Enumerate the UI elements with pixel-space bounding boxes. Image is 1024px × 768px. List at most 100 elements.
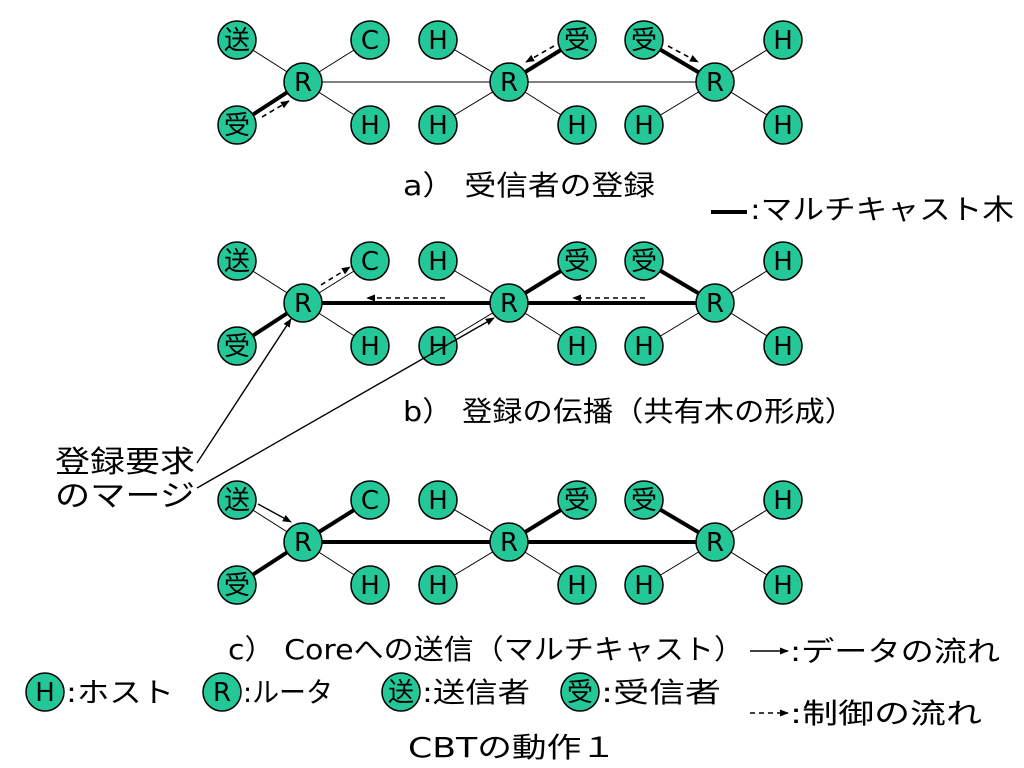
a-receiver-node: 受 bbox=[557, 20, 597, 60]
panel-a: 送 C H 受 受 H R R R 受 H H H H H bbox=[217, 20, 803, 145]
node-label: R bbox=[500, 289, 518, 319]
legend-control-flow-label: :制御の流れ bbox=[790, 697, 982, 730]
a-host-node: H bbox=[763, 105, 803, 145]
node-circle bbox=[489, 522, 529, 562]
c-host-node: H bbox=[624, 565, 664, 605]
node-circle bbox=[217, 105, 257, 145]
legend-data-flow-label: :データの流れ bbox=[790, 635, 1000, 668]
legend-data-flow: :データの流れ bbox=[750, 635, 1000, 668]
legend-host-circle bbox=[25, 672, 65, 712]
b-host-node: H bbox=[350, 326, 390, 366]
node-circle bbox=[624, 105, 664, 145]
data-flow-arrow bbox=[257, 503, 292, 523]
b-receiver-node: 受 bbox=[217, 326, 257, 366]
node-label: 受 bbox=[564, 247, 590, 277]
node-circle bbox=[283, 62, 323, 102]
b-host-node: H bbox=[557, 326, 597, 366]
node-circle bbox=[350, 105, 390, 145]
node-label: H bbox=[428, 111, 448, 141]
node-circle bbox=[624, 326, 664, 366]
c-host-node: H bbox=[763, 480, 803, 520]
legend-host-symbol: H bbox=[35, 678, 55, 708]
legend-router-circle bbox=[202, 672, 242, 712]
node-label: R bbox=[500, 68, 518, 98]
node-label: 受 bbox=[631, 247, 657, 277]
b-host-node: H bbox=[418, 241, 458, 281]
node-circle bbox=[418, 20, 458, 60]
legend-receiver: 受 :受信者 bbox=[560, 672, 721, 712]
b-receiver-node: 受 bbox=[557, 241, 597, 281]
c-core-node: C bbox=[350, 480, 390, 520]
c-receiver-node: 受 bbox=[624, 480, 664, 520]
node-circle bbox=[418, 241, 458, 281]
a-host-node: H bbox=[418, 105, 458, 145]
a-router-node: R bbox=[489, 62, 529, 102]
node-label: R bbox=[706, 68, 724, 98]
legend-router: R :ルータ bbox=[202, 672, 333, 712]
legend-host: H :ホスト bbox=[25, 672, 174, 712]
node-label: H bbox=[634, 571, 654, 601]
legend-sender: 送 :送信者 bbox=[381, 672, 530, 712]
node-label: R bbox=[706, 289, 724, 319]
panel-c-caption: c） Coreへの送信（マルチキャスト） bbox=[228, 633, 744, 666]
legend-sender-label: :送信者 bbox=[422, 676, 530, 709]
node-circle bbox=[283, 522, 323, 562]
legend-router-label: :ルータ bbox=[243, 676, 333, 709]
node-circle bbox=[695, 283, 735, 323]
join-request-arrow bbox=[261, 100, 290, 118]
c-router-node: R bbox=[489, 522, 529, 562]
b-router-node: R bbox=[489, 283, 529, 323]
node-label: H bbox=[428, 247, 448, 277]
b-router-node: R bbox=[695, 283, 735, 323]
node-circle bbox=[489, 283, 529, 323]
node-label: 受 bbox=[224, 111, 250, 141]
node-circle bbox=[624, 480, 664, 520]
a-host-node: H bbox=[624, 105, 664, 145]
node-circle bbox=[283, 283, 323, 323]
node-circle bbox=[763, 241, 803, 281]
c-host-node: H bbox=[763, 565, 803, 605]
legend-receiver-label: :受信者 bbox=[601, 676, 721, 709]
node-circle bbox=[695, 522, 735, 562]
c-receiver-node: 受 bbox=[557, 480, 597, 520]
b-router-node: R bbox=[283, 283, 323, 323]
merge-pointer-arrow bbox=[196, 318, 292, 464]
c-router-node: R bbox=[283, 522, 323, 562]
c-receiver-node: 受 bbox=[217, 565, 257, 605]
b-control-arrows bbox=[320, 266, 645, 302]
legend-receiver-circle bbox=[560, 672, 600, 712]
a-receiver-node: 受 bbox=[624, 20, 664, 60]
legend-receiver-symbol: 受 bbox=[567, 678, 593, 708]
node-label: H bbox=[428, 486, 448, 516]
b-core-node: C bbox=[350, 241, 390, 281]
node-circle bbox=[217, 20, 257, 60]
node-circle bbox=[350, 20, 390, 60]
join-request-arrow bbox=[320, 266, 351, 286]
node-label: 受 bbox=[564, 486, 590, 516]
merge-note-line-1: 登録要求 bbox=[55, 445, 195, 480]
node-label: H bbox=[428, 26, 448, 56]
c-router-node: R bbox=[695, 522, 735, 562]
a-router-node: R bbox=[695, 62, 735, 102]
c-nodes: 送 C H 受 受 H R R R 受 H H H H H bbox=[217, 480, 803, 605]
merge-pointer-arrow bbox=[196, 317, 495, 489]
node-label: 受 bbox=[564, 26, 590, 56]
node-label: 受 bbox=[224, 332, 250, 362]
node-label: H bbox=[567, 111, 587, 141]
merge-note-line-2: のマージ bbox=[55, 479, 195, 514]
a-sender-node: 送 bbox=[217, 20, 257, 60]
node-circle bbox=[763, 480, 803, 520]
join-request-arrow bbox=[525, 45, 555, 63]
node-circle bbox=[557, 565, 597, 605]
node-label: C bbox=[361, 486, 379, 516]
a-host-node: H bbox=[418, 20, 458, 60]
b-host-node: H bbox=[624, 326, 664, 366]
slide-title: CBTの動作１ bbox=[408, 731, 616, 764]
node-label: R bbox=[294, 68, 312, 98]
node-circle bbox=[217, 480, 257, 520]
node-circle bbox=[418, 480, 458, 520]
a-host-node: H bbox=[557, 105, 597, 145]
merge-note: 登録要求 のマージ bbox=[55, 317, 495, 514]
c-host-node: H bbox=[557, 565, 597, 605]
